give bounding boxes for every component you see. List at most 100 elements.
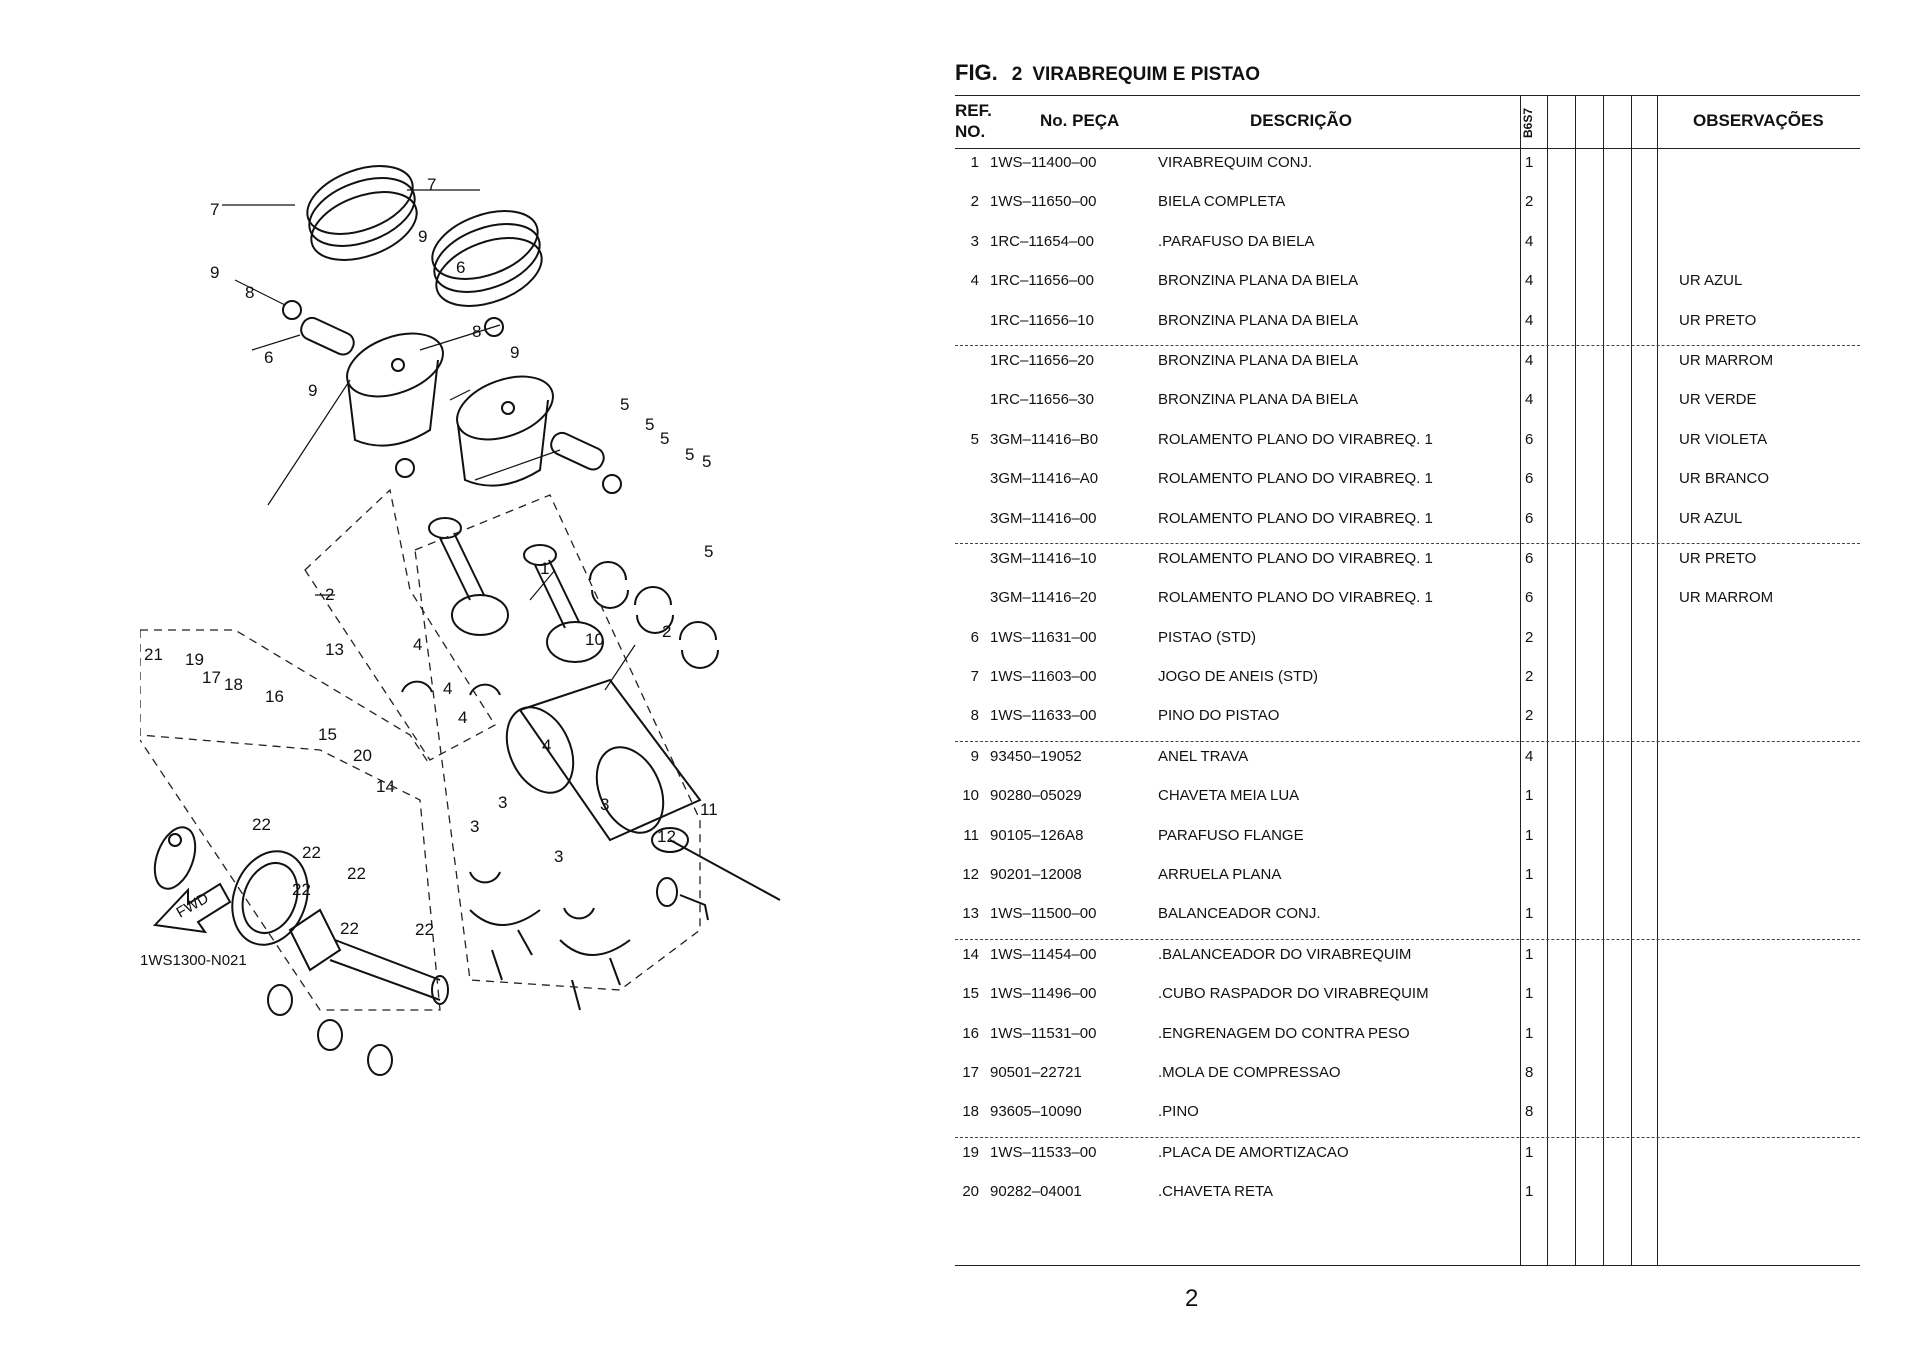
description: ARRUELA PLANA [1158,866,1282,884]
ref-no: 19 [962,1143,979,1161]
callout-2: 2 [662,622,671,641]
header-ref: REF. NO. [955,100,992,142]
callout-9: 9 [418,227,427,246]
description: PARAFUSO FLANGE [1158,826,1304,844]
header-part-no: No. PEÇA [1040,111,1120,130]
description: .PLACA DE AMORTIZACAO [1158,1143,1349,1161]
part-number: 1WS–11603–00 [990,668,1097,686]
description: ROLAMENTO PLANO DO VIRABREQ. 1 [1158,470,1433,488]
part-number: 3GM–11416–10 [990,549,1097,567]
callout-22: 22 [347,864,366,883]
ref-no: 10 [962,787,979,805]
header-notes: OBSERVAÇÕES [1693,111,1824,130]
description: ROLAMENTO PLANO DO VIRABREQ. 1 [1158,589,1433,607]
piston-pin-right [550,431,605,471]
part-number: 1WS–11631–00 [990,628,1097,646]
callout-6: 6 [264,348,273,367]
table-top-rule [955,95,1860,96]
column-divider [1603,95,1604,1265]
part-number: 93605–10090 [990,1103,1082,1121]
quantity: 4 [1525,391,1534,409]
rod-bearing [563,907,595,920]
note: UR VIOLETA [1679,430,1768,448]
note: UR AZUL [1679,272,1743,290]
part-number: 90201–12008 [990,866,1082,884]
callout-6: 6 [456,258,465,277]
callout-5: 5 [702,452,711,471]
description: .BALANCEADOR DO VIRABREQUIM [1158,945,1412,963]
note: UR MARROM [1679,351,1774,369]
description: BRONZINA PLANA DA BIELA [1158,311,1359,329]
part-number: 1WS–11533–00 [990,1143,1097,1161]
callout-4: 4 [458,708,467,727]
header-description: DESCRIÇÃO [1250,111,1353,130]
callout-13: 13 [325,640,344,659]
note: UR MARROM [1679,589,1774,607]
description: .CUBO RASPADOR DO VIRABREQUIM [1158,985,1429,1003]
quantity: 4 [1525,272,1534,290]
ref-no: 2 [970,193,979,211]
callout-9: 9 [210,263,219,282]
part-number: 1WS–11500–00 [990,905,1097,923]
ref-no: 14 [962,945,979,963]
rod-cap-left [469,909,541,926]
callout-8: 8 [472,322,481,341]
balancer-assembly [153,826,449,1076]
description: PINO DO PISTAO [1158,707,1280,725]
callout-12: 12 [657,827,676,846]
quantity: 6 [1525,430,1534,448]
ref-no: 7 [970,668,979,686]
callout-17: 17 [202,668,221,687]
quantity: 4 [1525,351,1534,369]
ref-no: 12 [962,866,979,884]
description: VIRABREQUIM CONJ. [1158,154,1313,171]
part-number: 93450–19052 [990,747,1082,765]
rod-bolt [517,929,533,956]
callout-3: 3 [498,793,507,812]
callout-15: 15 [318,725,337,744]
table-header-rule [955,148,1860,149]
piston-rings-right [431,210,543,307]
rod-bolt [571,979,581,1011]
description: BALANCEADOR CONJ. [1158,905,1321,923]
callout-14: 14 [376,777,395,796]
part-number: 3GM–11416–A0 [990,470,1099,488]
flange-bolt [679,894,709,921]
column-divider [1631,95,1632,1265]
note: UR AZUL [1679,509,1743,527]
description: .ENGRENAGEM DO CONTRA PESO [1158,1024,1410,1042]
part-number: 90282–04001 [990,1183,1082,1201]
quantity: 2 [1525,628,1534,646]
quantity: 1 [1525,826,1534,844]
description: ROLAMENTO PLANO DO VIRABREQ. 1 [1158,430,1433,448]
callout-16: 16 [265,687,284,706]
description: JOGO DE ANEIS (STD) [1158,668,1319,686]
quantity: 1 [1525,945,1534,963]
callout-3: 3 [554,847,563,866]
callout-22: 22 [302,843,321,862]
description: CHAVETA MEIA LUA [1158,787,1300,805]
callout-11: 11 [700,800,718,819]
callout-19: 19 [185,650,204,669]
quantity: 8 [1525,1063,1534,1081]
callout-5: 5 [645,415,654,434]
callout-8: 8 [245,283,254,302]
quantity: 4 [1525,311,1534,329]
ref-no: 3 [970,232,979,250]
ref-no: 17 [962,1063,979,1081]
piston-pin-left [300,316,355,356]
ref-no: 8 [970,707,979,725]
part-number: 1WS–11496–00 [990,985,1097,1003]
part-number: 3GM–11416–00 [990,509,1097,527]
callout-21: 21 [144,645,163,664]
